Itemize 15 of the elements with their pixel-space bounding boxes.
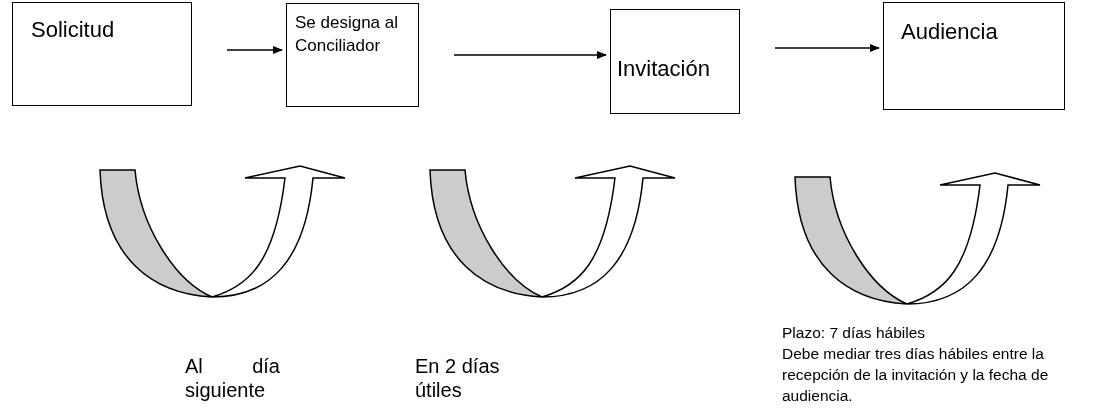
duration-note: Debe mediar tres días hábiles entre la recepción de la invitación y la fecha de audiencia. bbox=[782, 344, 1050, 406]
step-label: Solicitud bbox=[31, 16, 116, 44]
arrow bbox=[226, 46, 283, 54]
arrow bbox=[453, 51, 607, 59]
duration-note: En 2 días útiles bbox=[415, 354, 501, 402]
process-box bbox=[12, 2, 192, 106]
duration-note: Al día siguiente bbox=[185, 354, 280, 402]
arrow bbox=[774, 44, 880, 52]
step-label: Se designa al Conciliador bbox=[295, 12, 400, 57]
duration-note: Plazo: 7 días hábiles bbox=[782, 323, 927, 343]
step-label: Audiencia bbox=[901, 18, 999, 46]
process-box bbox=[286, 3, 419, 107]
process-box bbox=[610, 9, 740, 114]
process-box bbox=[883, 2, 1065, 110]
step-label: Invitación bbox=[617, 55, 711, 83]
